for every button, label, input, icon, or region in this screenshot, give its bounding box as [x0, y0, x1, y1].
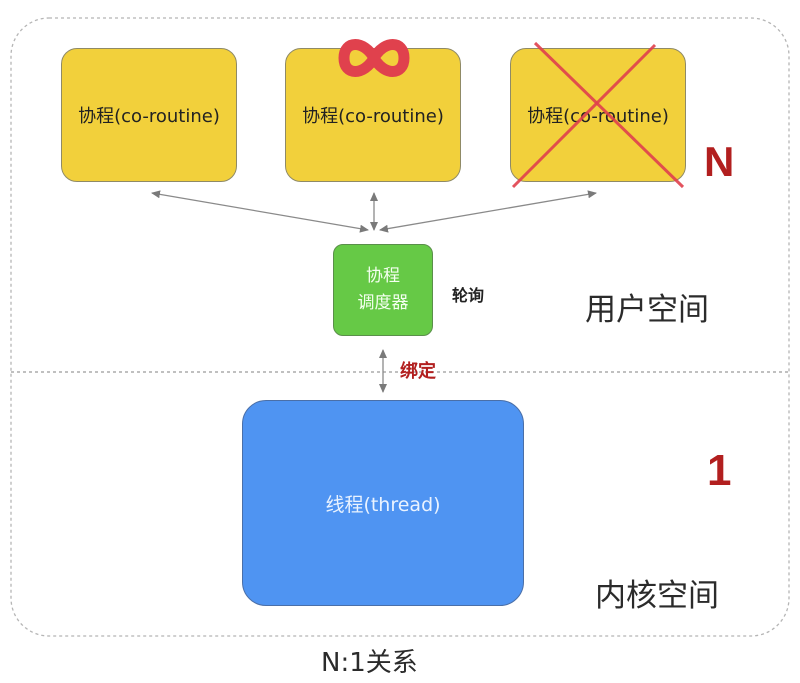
infinity-icon	[338, 39, 410, 77]
coroutine-label: 协程(co-routine)	[527, 106, 669, 127]
user-space-label: 用户空间	[585, 292, 709, 328]
coroutine-box-1: 协程(co-routine)	[61, 48, 237, 182]
bind-label: 绑定	[400, 361, 436, 382]
n-count-label: N	[704, 138, 735, 185]
one-count-label: 1	[707, 446, 732, 495]
coroutine-label: 协程(co-routine)	[302, 106, 444, 127]
cross-mark-icon	[511, 41, 685, 189]
coroutine-label: 协程(co-routine)	[78, 106, 220, 127]
diagram-caption: N:1关系	[321, 648, 418, 678]
scheduler-box: 协程 调度器	[333, 244, 433, 336]
outer-frame	[10, 17, 790, 637]
kernel-space-label: 内核空间	[595, 578, 719, 614]
coroutine-box-2: 协程(co-routine)	[285, 48, 461, 182]
arrow-to-coroutine-3	[379, 190, 597, 233]
arrow-to-coroutine-1	[151, 190, 369, 233]
thread-label: 线程(thread)	[325, 493, 441, 516]
thread-box: 线程(thread)	[242, 400, 524, 606]
poll-label: 轮询	[452, 286, 485, 305]
scheduler-label-line1: 协程	[366, 266, 400, 286]
scheduler-label-line2: 调度器	[357, 293, 409, 313]
